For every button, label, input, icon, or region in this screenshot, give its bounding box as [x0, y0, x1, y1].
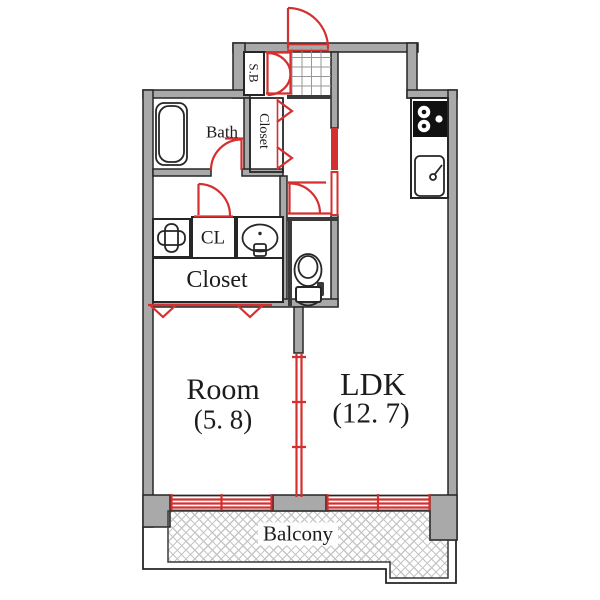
bathtub-icon	[155, 102, 188, 166]
sliding-partition-icon	[292, 353, 306, 497]
kitchen-sink-icon	[414, 155, 445, 197]
washer-pan-icon	[152, 218, 191, 258]
stove-icon	[413, 101, 447, 137]
closet-room-label: Closet	[186, 267, 248, 293]
cl-door-icon	[194, 182, 233, 218]
cl-label: CL	[200, 227, 226, 249]
ldk-label: LDK	[340, 366, 406, 402]
toilet-icon	[293, 253, 324, 307]
closet-tall-label: Closet	[256, 113, 271, 149]
room-label: Room	[186, 373, 260, 406]
balcony-outline	[142, 510, 457, 584]
room-closet-doors-icon	[148, 303, 272, 319]
genkan-tile-icon	[291, 48, 331, 95]
ldk-size-label: (12. 7)	[332, 397, 410, 430]
bath-label: Bath	[205, 122, 239, 142]
closet-bifold-icon	[249, 97, 294, 173]
balcony-label: Balcony	[258, 522, 338, 546]
toilet-door-icon	[288, 128, 339, 216]
cl-closet-box	[191, 216, 236, 259]
shoe-box-label: S.B	[246, 63, 262, 83]
washbasin-icon	[236, 216, 284, 259]
room-closet-box	[152, 257, 284, 303]
bath-door-icon	[209, 137, 243, 171]
room-size-label: (5. 8)	[193, 404, 253, 435]
balcony-window-icons	[170, 494, 431, 512]
shoebox-doors-icon	[243, 51, 292, 97]
entrance-door-icon	[286, 6, 330, 52]
walls	[142, 42, 458, 541]
